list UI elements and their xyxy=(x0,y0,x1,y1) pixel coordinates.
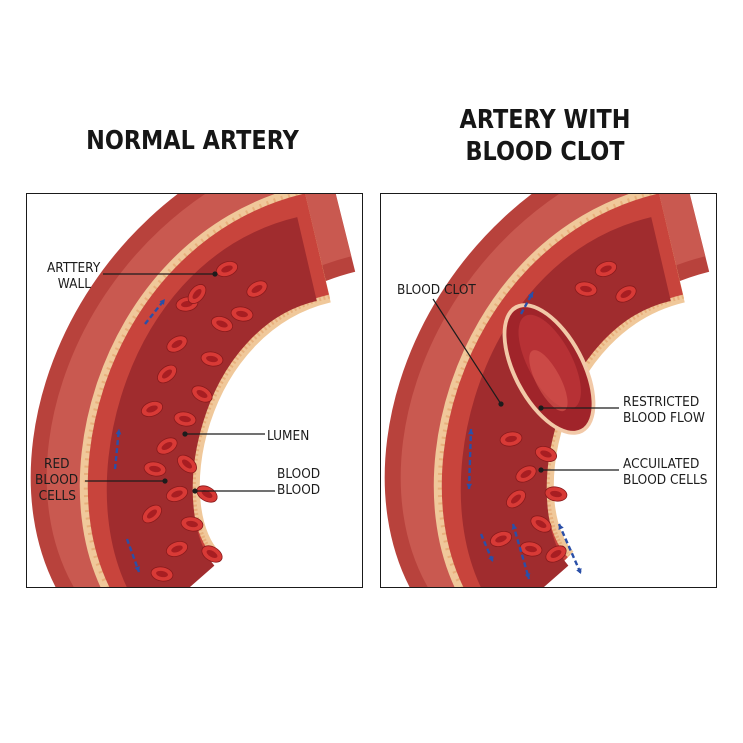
arrow-head xyxy=(527,292,534,298)
arrow-head xyxy=(488,556,494,562)
red-blood-cell xyxy=(187,284,207,304)
red-blood-cell xyxy=(150,566,174,582)
red-blood-cell xyxy=(499,431,523,447)
red-blood-cell xyxy=(143,461,167,477)
clot-artery-panel: BLOOD CLOT RESTRICTED BLOOD FLOW ACCUILA… xyxy=(380,193,717,588)
clot-texture xyxy=(529,350,568,412)
flow-arrow xyxy=(467,428,473,490)
red-blood-cell xyxy=(191,385,213,403)
arrow-head xyxy=(558,524,564,530)
leader-blood-clot xyxy=(432,298,502,405)
red-blood-cell xyxy=(530,515,552,533)
normal-artery-title: NORMAL ARTERY xyxy=(86,126,299,156)
arrow-head xyxy=(576,568,582,574)
red-blood-cell xyxy=(544,486,568,502)
red-blood-cell xyxy=(200,351,224,367)
artery-vessel xyxy=(30,194,358,587)
red-blood-cell xyxy=(201,545,223,563)
flow-arrows xyxy=(113,298,166,573)
red-blood-cell xyxy=(210,316,234,332)
normal-artery-illustration xyxy=(30,194,358,587)
red-blood-cells xyxy=(140,261,268,582)
clot-title-line2: BLOOD CLOT xyxy=(465,137,625,167)
red-blood-cell xyxy=(534,446,558,462)
red-blood-cells xyxy=(489,261,637,563)
red-blood-cell xyxy=(574,281,598,297)
red-blood-cell xyxy=(165,486,189,502)
red-blood-cell xyxy=(594,261,618,277)
arrow-head xyxy=(467,429,474,435)
red-blood-cell xyxy=(142,504,162,524)
lumen xyxy=(106,217,319,587)
red-blood-cell xyxy=(156,437,178,455)
clot-artery-illustration xyxy=(384,194,712,587)
flow-arrow xyxy=(113,428,121,470)
red-blood-cell xyxy=(157,364,177,384)
red-blood-cell xyxy=(177,454,197,474)
lumen xyxy=(460,217,673,587)
flow-arrow xyxy=(557,523,583,575)
red-blood-cell xyxy=(196,485,218,503)
leader-dot xyxy=(192,488,198,494)
normal-artery-panel: ARTTERY WALL LUMEN RED BLOOD CELLS BLOOD… xyxy=(26,193,363,588)
flow-arrow xyxy=(511,523,531,580)
label-blood: BLOOD BLOOD xyxy=(277,466,321,498)
arrow-head xyxy=(524,573,531,579)
leader-dot xyxy=(162,478,168,484)
red-blood-cell xyxy=(545,545,567,563)
leader-dot xyxy=(182,431,188,437)
label-accumulated-blood-cells: ACCUILATED BLOOD CELLS xyxy=(623,456,708,488)
red-blood-cell xyxy=(180,516,204,532)
leader-dot xyxy=(538,405,544,411)
arrow-head xyxy=(159,299,165,305)
label-lumen: LUMEN xyxy=(267,428,310,444)
label-blood-clot: BLOOD CLOT xyxy=(397,282,476,298)
red-blood-cell xyxy=(489,531,513,547)
arrow-head xyxy=(511,524,518,530)
leader-dot xyxy=(212,271,218,277)
red-blood-cell xyxy=(519,541,543,557)
label-red-blood-cells: RED BLOOD CELLS xyxy=(35,456,79,504)
arrow-head xyxy=(115,429,122,435)
arrow-head xyxy=(466,483,473,489)
label-restricted-blood-flow: RESTRICTED BLOOD FLOW xyxy=(623,394,705,426)
label-artery-wall: ARTTERY WALL xyxy=(47,260,101,292)
clot-artery-title: ARTERY WITH BLOOD CLOT xyxy=(416,104,674,168)
flow-arrow xyxy=(125,538,141,573)
red-blood-cell xyxy=(173,411,197,427)
red-blood-cell xyxy=(166,335,188,353)
leader-dot xyxy=(538,467,544,473)
red-blood-cell xyxy=(515,465,537,483)
red-blood-cell xyxy=(140,401,164,417)
flow-arrows xyxy=(466,291,583,580)
red-blood-cell xyxy=(230,306,254,322)
red-blood-cell xyxy=(246,280,268,298)
clot-title-line1: ARTERY WITH xyxy=(459,105,631,135)
leader-dot xyxy=(498,401,504,407)
red-blood-cell xyxy=(615,285,637,303)
artery-vessel xyxy=(384,194,712,587)
red-blood-cell xyxy=(165,541,189,557)
flow-arrow xyxy=(144,298,166,325)
arrow-head xyxy=(134,566,140,572)
blood-clot xyxy=(502,303,596,435)
red-blood-cell xyxy=(506,489,526,509)
